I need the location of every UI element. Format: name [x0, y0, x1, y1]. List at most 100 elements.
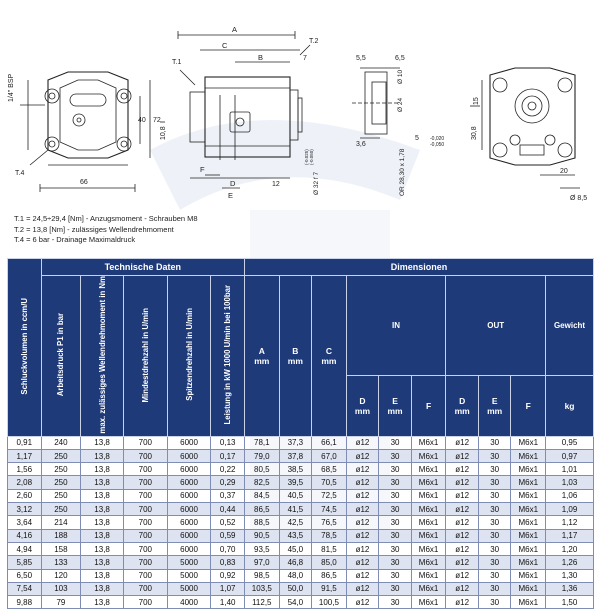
table-cell: M6x1 — [510, 555, 547, 570]
col-header-schluckvolumen: Schluckvolumen in ccm/U — [7, 258, 42, 437]
table-cell: 0,17 — [210, 448, 245, 464]
table-cell: ø12 — [345, 515, 380, 530]
table-cell: M6x1 — [510, 515, 547, 530]
table-cell: 0,29 — [210, 475, 245, 490]
table-cell: 1,50 — [545, 595, 594, 609]
table-cell: 30 — [378, 568, 412, 583]
table-cell: ø12 — [345, 502, 380, 517]
col-header-spitzendrehzahl: Spitzendrehzahl in U/min — [166, 275, 212, 437]
table-cell: M6x1 — [510, 475, 547, 490]
table-cell: 30 — [378, 528, 412, 543]
group-header-dimensionen: Dimensionen — [244, 258, 594, 276]
table-cell: ø12 — [345, 568, 380, 583]
table-cell: 133 — [40, 555, 82, 570]
table-cell: 48,0 — [278, 568, 313, 583]
table-cell: 1,30 — [545, 568, 594, 583]
group-header-technische-daten: Technische Daten — [40, 258, 246, 276]
table-cell: 13,8 — [80, 541, 124, 557]
table-cell: 4,94 — [7, 541, 42, 557]
table-cell: 30 — [477, 462, 512, 477]
table-cell: ø12 — [445, 448, 479, 464]
table-cell: 158 — [40, 541, 82, 557]
table-cell: 93,5 — [244, 541, 280, 557]
table-cell: 7,54 — [7, 581, 42, 597]
table-cell: 3,64 — [7, 515, 42, 530]
table-cell: 37,8 — [278, 448, 313, 464]
table-cell: 103,5 — [244, 581, 280, 597]
table-cell: ø12 — [445, 475, 479, 490]
table-cell: 30 — [477, 555, 512, 570]
tol-4-label: -0,050 — [430, 142, 444, 148]
bsp-label: 1/4" BSP — [8, 74, 15, 102]
table-cell: 79,0 — [244, 448, 280, 464]
table-cell: 700 — [122, 568, 168, 583]
table-cell: 30 — [378, 448, 412, 464]
table-cell: 700 — [122, 435, 168, 450]
technical-drawing: 1/4" BSP T.4 66 40 72 A C B 7 T.1 T.2 10… — [8, 25, 587, 202]
table-cell: 30 — [477, 488, 512, 504]
table-cell: 70,5 — [311, 475, 347, 490]
table-cell: ø12 — [345, 595, 380, 609]
table-cell: 50,0 — [278, 581, 313, 597]
table-cell: 30 — [477, 541, 512, 557]
table-cell: 214 — [40, 515, 82, 530]
table-cell: M6x1 — [510, 448, 547, 464]
table-cell: M6x1 — [410, 488, 447, 504]
table-cell: 41,5 — [278, 502, 313, 517]
table-cell: 700 — [122, 528, 168, 543]
table-cell: 13,8 — [80, 435, 124, 450]
shaft-detail-view — [352, 67, 400, 139]
table-cell: 13,8 — [80, 595, 124, 609]
table-cell: M6x1 — [410, 595, 447, 609]
table-cell: 81,5 — [311, 541, 347, 557]
table-cell: 0,95 — [545, 435, 594, 450]
col-header-arbeitsdruck: Arbeitsdruck P1 in bar — [40, 275, 82, 437]
table-cell: 9,88 — [7, 595, 42, 609]
table-cell: 84,5 — [244, 488, 280, 504]
table-cell: 1,17 — [7, 448, 42, 464]
table-cell: 250 — [40, 502, 82, 517]
table-cell: M6x1 — [410, 462, 447, 477]
table-cell: 1,26 — [545, 555, 594, 570]
table-cell: 0,44 — [210, 502, 245, 517]
table-cell: 1,56 — [7, 462, 42, 477]
table-cell: M6x1 — [410, 475, 447, 490]
table-cell: M6x1 — [510, 435, 547, 450]
spec-table: Schluckvolumen in ccm/U Technische Daten… — [7, 258, 594, 609]
table-cell: 30 — [378, 475, 412, 490]
table-cell: 0,83 — [210, 555, 245, 570]
table-cell: 43,5 — [278, 528, 313, 543]
dim-f-label: F — [200, 165, 205, 174]
table-cell: 250 — [40, 488, 82, 504]
table-cell: 90,5 — [244, 528, 280, 543]
table-cell: 6000 — [166, 541, 212, 557]
table-cell: 30 — [477, 475, 512, 490]
dim-5-label: 5 — [415, 135, 419, 142]
table-cell: 30 — [378, 435, 412, 450]
table-cell: ø12 — [445, 435, 479, 450]
table-cell: 30 — [477, 435, 512, 450]
col-header-leistung: Leistung in kW 1000 U/min bei 100bar — [210, 275, 245, 437]
table-cell: ø12 — [345, 528, 380, 543]
dim-3-6-label: 3,6 — [356, 141, 366, 148]
table-cell: 0,59 — [210, 528, 245, 543]
dim-a-label: A — [232, 25, 237, 34]
dim-5-5-label: 5,5 — [356, 55, 366, 62]
group-header-in: IN — [345, 274, 447, 377]
table-cell: 700 — [122, 541, 168, 557]
table-cell: 30 — [477, 595, 512, 609]
table-cell: M6x1 — [510, 581, 547, 597]
torque-notes: T.1 = 24,5÷29,4 [Nm] - Anzugsmoment - Sc… — [14, 214, 198, 246]
table-cell: 0,97 — [545, 448, 594, 464]
table-cell: M6x1 — [410, 502, 447, 517]
dim-66-label: 66 — [80, 179, 88, 186]
table-cell: 1,06 — [545, 488, 594, 504]
tol-3-label: -0,020 — [430, 136, 444, 142]
